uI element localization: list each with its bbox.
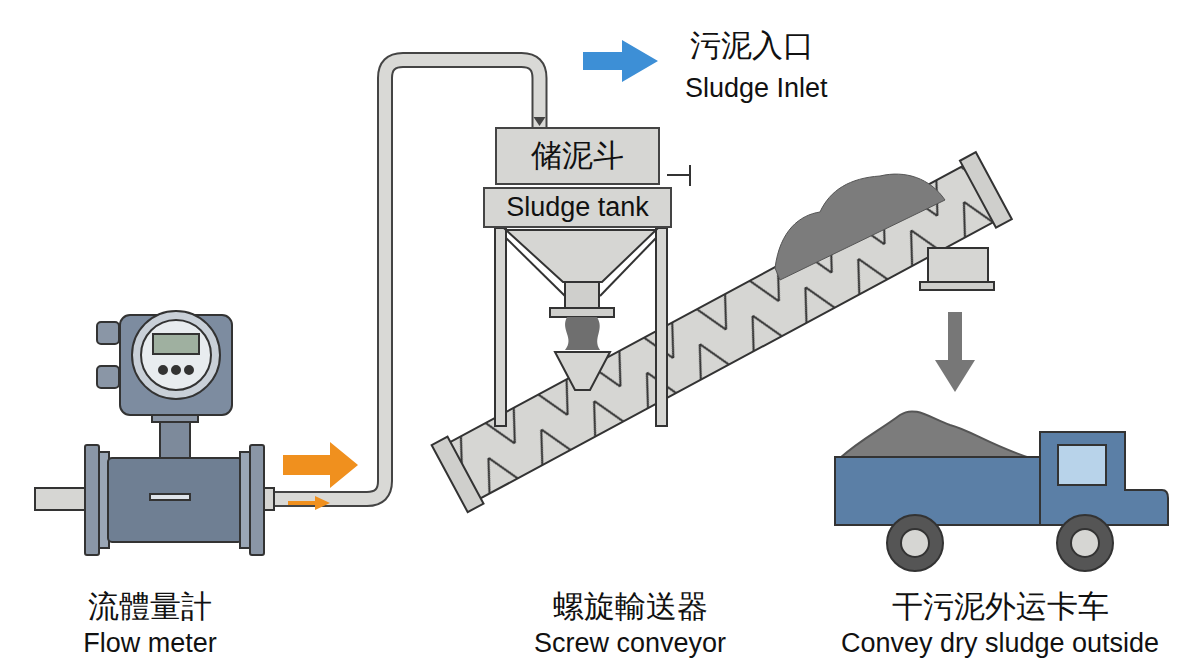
node-subtitle: Screw conveyor (534, 626, 726, 660)
flow-arrow-small (288, 496, 330, 510)
node-title: 干污泥外运卡车 (892, 588, 1109, 626)
flow-meter-node: 流體量計Flow meter (25, 305, 275, 660)
node-title: 螺旋輸送器 (553, 588, 708, 626)
arrow-head (534, 117, 546, 126)
inlet-title: 污泥入口 (690, 27, 814, 65)
truck-node: 干污泥外运卡车Convey dry sludge outside (812, 400, 1188, 660)
inlet-subtitle: Sludge Inlet (685, 71, 828, 105)
sludge-tank-node: 储泥斗Sludge tank (483, 127, 672, 228)
node-title: 流體量計 (88, 588, 212, 626)
flow-meter (35, 311, 274, 555)
inlet-arrow (583, 40, 658, 82)
node-subtitle: Flow meter (83, 626, 217, 660)
node-title: 储泥斗 (495, 127, 660, 185)
node-subtitle: Convey dry sludge outside (841, 626, 1159, 660)
flow-arrow (283, 442, 358, 488)
node-subtitle: Sludge tank (483, 187, 672, 228)
truck (835, 411, 1168, 571)
screw-conveyor-node: 螺旋輸送器Screw conveyor (470, 560, 790, 660)
